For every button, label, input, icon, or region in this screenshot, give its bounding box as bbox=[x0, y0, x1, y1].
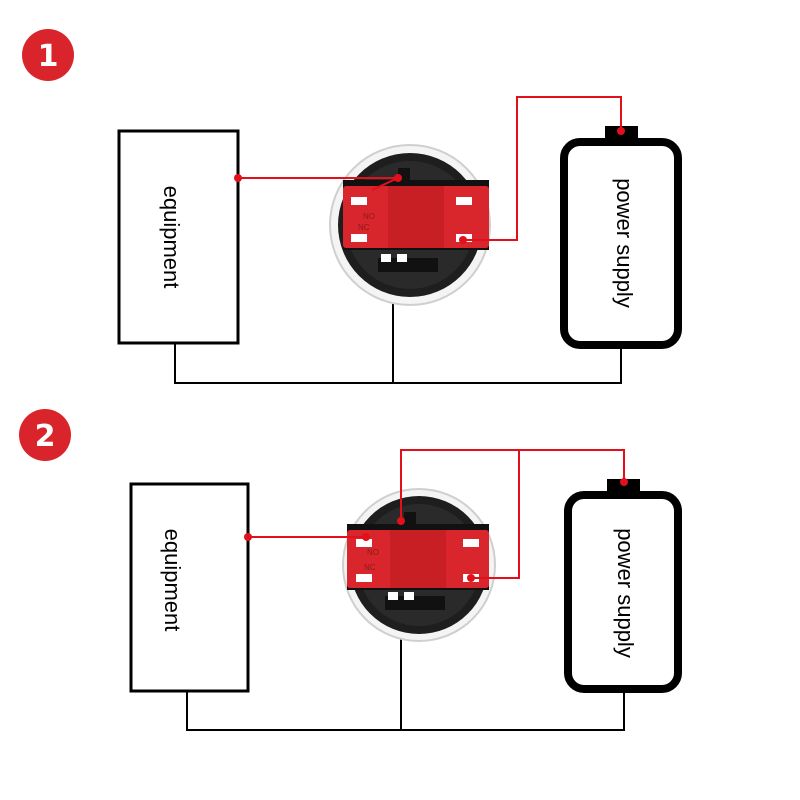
pin-label-nc-2: NC bbox=[364, 563, 376, 572]
equipment-box-2: equipment bbox=[129, 482, 250, 693]
pin-label-nc-1: NC bbox=[358, 223, 370, 232]
pin-label-no-2: NO bbox=[367, 548, 379, 557]
power-supply-label-1: power supply bbox=[612, 178, 637, 308]
step-badge-1: 1 bbox=[22, 29, 74, 81]
equipment-box-1: equipment bbox=[117, 129, 240, 345]
junction-dots-2 bbox=[244, 478, 628, 582]
pin-label-no-1: NO bbox=[363, 212, 375, 221]
power-supply-1: power supply bbox=[560, 126, 682, 349]
power-supply-2: power supply bbox=[564, 479, 682, 693]
junction-dots-1 bbox=[234, 127, 625, 244]
power-supply-label-2: power supply bbox=[613, 528, 638, 658]
equipment-label-1: equipment bbox=[159, 186, 184, 289]
red-wires-2 bbox=[248, 449, 625, 579]
push-switch-1: NO NC bbox=[329, 144, 491, 306]
step-badge-2: 2 bbox=[19, 409, 71, 461]
push-switch-2: NO NC bbox=[342, 488, 496, 642]
equipment-label-2: equipment bbox=[160, 529, 185, 632]
step-badge-1-number: 1 bbox=[38, 39, 59, 74]
step-badge-2-number: 2 bbox=[35, 419, 56, 454]
red-wires-1 bbox=[238, 96, 622, 241]
diagram-1: 1 equipment power supply bbox=[22, 29, 682, 384]
diagram-2: 2 equipment power supply bbox=[19, 409, 682, 731]
